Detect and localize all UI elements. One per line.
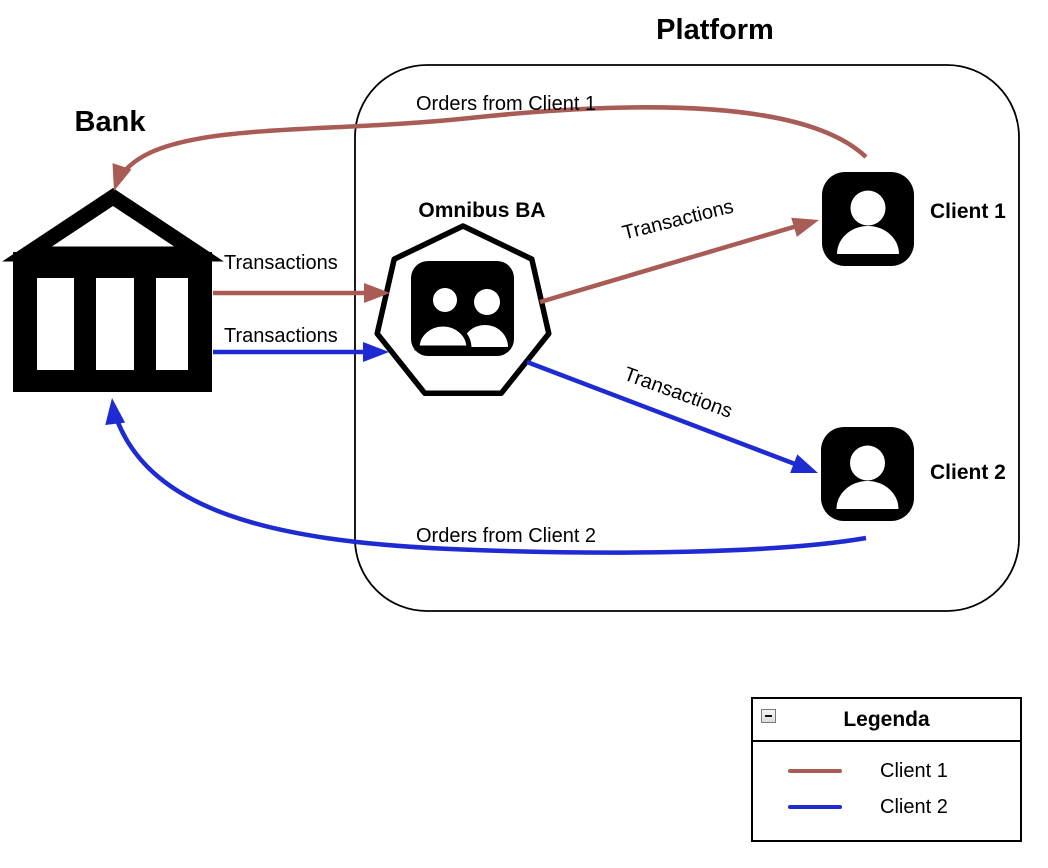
collapse-button[interactable] xyxy=(761,709,776,723)
legend-label-client2: Client 2 xyxy=(880,796,948,818)
edge-label-transactions-red-horizontal: Transactions xyxy=(224,252,338,274)
edge-label-transactions-blue-horizontal: Transactions xyxy=(224,325,338,347)
edge-red-bank-to-omnibus xyxy=(213,283,390,303)
client1-person-icon xyxy=(822,172,914,266)
edge-blue-omnibus-to-client2 xyxy=(526,359,818,474)
client2-person-icon xyxy=(821,427,914,521)
omnibus-label: Omnibus BA xyxy=(418,199,546,222)
legend-swatch-client2 xyxy=(788,805,842,809)
edge-blue-client2-to-bank xyxy=(105,398,867,555)
minus-icon xyxy=(765,715,772,717)
edge-blue-bank-to-omnibus xyxy=(213,342,389,362)
legend-item-client2: Client 2 xyxy=(753,795,1020,819)
legend-panel: Legenda Client 1 Client 2 xyxy=(751,697,1022,842)
bank-title: Bank xyxy=(74,106,146,138)
omnibus-node xyxy=(374,223,552,397)
legend-swatch-client1 xyxy=(788,769,842,773)
client2-label: Client 2 xyxy=(930,461,1006,484)
legend-header: Legenda xyxy=(753,699,1020,742)
people-group-icon xyxy=(411,261,514,356)
platform-title: Platform xyxy=(656,14,774,46)
edge-red-omnibus-to-client1 xyxy=(539,217,819,305)
legend-item-client1: Client 1 xyxy=(753,759,1020,783)
edge-red-client1-to-bank xyxy=(112,105,868,191)
bank-icon xyxy=(2,188,224,392)
edge-label-orders-client2: Orders from Client 2 xyxy=(416,525,597,547)
legend-label-client1: Client 1 xyxy=(880,760,948,782)
client1-label: Client 1 xyxy=(930,200,1006,223)
legend-title: Legenda xyxy=(843,708,930,731)
edge-label-orders-client1: Orders from Client 1 xyxy=(416,93,597,115)
